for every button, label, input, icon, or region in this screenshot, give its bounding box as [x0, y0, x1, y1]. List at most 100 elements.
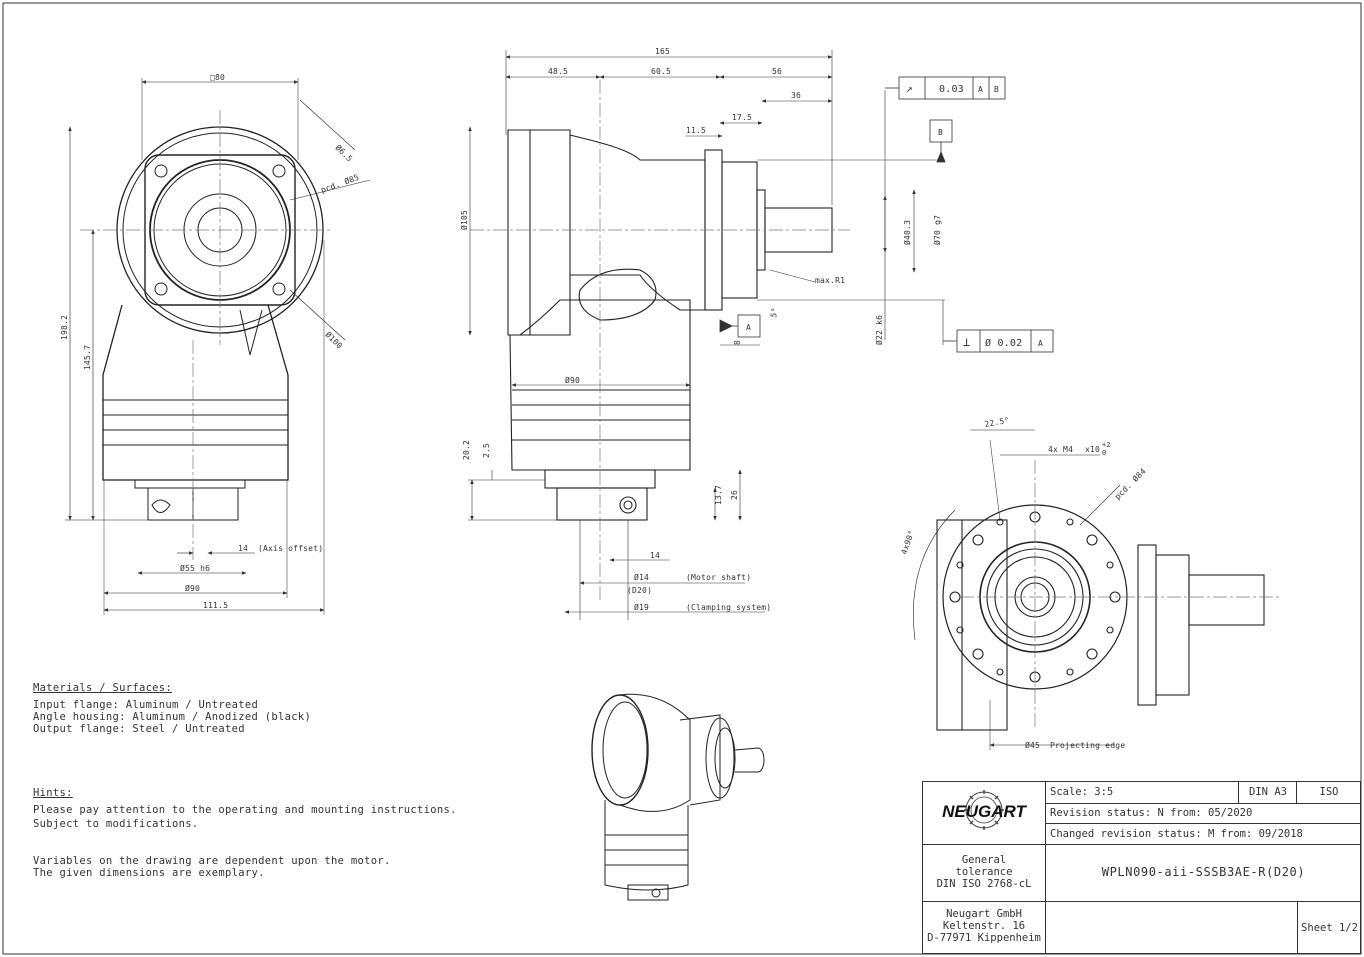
tolerance-l2: tolerance — [955, 866, 1013, 878]
dim-clamp: Ø19 — [634, 602, 649, 612]
hint-line-1: Please pay attention to the operating an… — [33, 804, 457, 816]
logo-cell: NEUGART — [923, 782, 1045, 844]
standard-text: ISO — [1319, 786, 1339, 798]
material-line-1: Input flange: Aluminum / Untreated — [33, 699, 259, 711]
part-cell: WPLN090-aii-SSSB3AE-R(D20) — [1045, 844, 1360, 901]
material-line-3: Output flange: Steel / Untreated — [33, 723, 245, 735]
front-view-dims: □80 Ø6.5 pcd. Ø85 Ø100 198.2 145.7 14 (A… — [60, 73, 360, 610]
dim-thread-depth: x10 — [1085, 445, 1100, 454]
dim-14: 14 — [650, 551, 660, 560]
dim-pcd: pcd. Ø85 — [319, 172, 360, 195]
side-view — [470, 80, 850, 600]
datum-a: A — [746, 323, 751, 332]
perp-value: Ø 0.02 — [985, 337, 1022, 349]
runout-ref-b: B — [994, 85, 999, 94]
company-l3: D-77971 Kippenheim — [927, 932, 1041, 944]
dim-40: Ø40.3 — [902, 220, 912, 245]
dim-17: 17.5 — [732, 113, 752, 122]
dim-56: 56 — [772, 67, 782, 76]
dim-tol-up: +2 — [1102, 441, 1110, 449]
tolerance-cell: General tolerance DIN ISO 2768-cL — [923, 844, 1045, 901]
side-view-dims: 165 48.5 60.5 56 36 17.5 11.5 Ø105 Ø40.3… — [459, 47, 942, 612]
logo-text: NEUGART — [942, 802, 1026, 821]
dim-angle2: 4x90° — [899, 529, 916, 556]
dim-26: 26 — [730, 490, 739, 500]
variables-line-2: The given dimensions are exemplary. — [33, 867, 265, 879]
dim-side-90: Ø90 — [565, 375, 580, 385]
title-block: NEUGART Scale: 3:5 DIN A3 ISO Revision s… — [922, 781, 1361, 954]
tolerance-l1: General — [961, 854, 1007, 866]
part-number: WPLN090-aii-SSSB3AE-R(D20) — [1101, 865, 1306, 879]
isometric-view — [591, 693, 765, 901]
scale-cell: Scale: 3:5 — [1045, 782, 1238, 803]
revision-text: Revision status: N from: 05/2020 — [1050, 807, 1253, 819]
dim-flange: Ø100 — [324, 329, 345, 350]
dim-d55: Ø55 h6 — [180, 563, 210, 573]
dim-hole: Ø6.5 — [334, 142, 355, 163]
dim-11: 11.5 — [686, 126, 706, 135]
tolerance-l3: DIN ISO 2768-cL — [936, 878, 1032, 890]
dim-13: 13.7 — [714, 485, 723, 505]
dim-axis-offset-note: (Axis offset) — [258, 544, 323, 553]
dim-5deg: 5° — [769, 307, 780, 318]
dim-height-total: 198.2 — [60, 315, 69, 340]
dim-105: Ø105 — [459, 210, 469, 230]
datum-b: B — [938, 128, 943, 137]
variables-line-1: Variables on the drawing are dependent u… — [33, 855, 391, 867]
dim-w111: 111.5 — [203, 601, 228, 610]
bolt-holes — [949, 511, 1121, 683]
revision-cell: Revision status: N from: 05/2020 — [1045, 803, 1360, 823]
dim-pcd84: pcd. Ø84 — [1112, 466, 1147, 501]
output-view — [913, 429, 1280, 750]
dim-axis-offset: 14 — [238, 544, 248, 553]
dim-angle: 22.5° — [984, 416, 1010, 429]
dim-proj: Projecting edge — [1050, 741, 1125, 750]
dim-motor-note: (Motor shaft) — [686, 573, 751, 582]
dim-60: 60.5 — [651, 67, 671, 76]
dim-22: Ø22 k6 — [874, 315, 884, 345]
scale-text: Scale: 3:5 — [1050, 786, 1114, 798]
runout-value: 0.03 — [939, 84, 964, 95]
empty-cell — [1045, 901, 1297, 953]
dim-maxr: max.R1 — [815, 276, 845, 285]
dim-d90: Ø90 — [185, 583, 200, 593]
format-cell: DIN A3 — [1238, 782, 1296, 803]
side-view-dimlines — [468, 50, 945, 620]
changed-text: Changed revision status: M from: 09/2018 — [1050, 828, 1303, 840]
material-line-2: Angle housing: Aluminum / Anodized (blac… — [33, 711, 312, 723]
dim-48: 48.5 — [548, 67, 568, 76]
materials-title: Materials / Surfaces: — [33, 682, 173, 694]
tolerance-texts: ↗ 0.03 A B B A ⊥ Ø 0.02 A — [746, 82, 1043, 349]
runout-ref-a: A — [978, 85, 983, 94]
standard-cell: ISO — [1296, 782, 1360, 803]
sheet-cell: Sheet 1/2 — [1297, 901, 1360, 953]
dim-20: 20.2 — [462, 440, 471, 460]
perp-ref: A — [1038, 339, 1043, 348]
dim-d45: Ø45 — [1025, 740, 1040, 750]
dim-d20: (D20) — [627, 586, 652, 595]
runout-symbol: ↗ — [906, 82, 913, 95]
company-l1: Neugart GmbH — [946, 908, 1022, 920]
sheet-text: Sheet 1/2 — [1301, 922, 1358, 934]
format-text: DIN A3 — [1249, 786, 1287, 798]
dim-36: 36 — [791, 91, 801, 100]
changed-cell: Changed revision status: M from: 09/2018 — [1045, 823, 1360, 844]
perp-symbol: ⊥ — [963, 335, 970, 349]
company-l2: Keltenstr. 16 — [942, 920, 1026, 932]
hint-line-2: Subject to modifications. — [33, 818, 199, 830]
runout-tolerance-frame — [719, 76, 1054, 353]
dim-70: Ø70 g7 — [932, 215, 942, 245]
dim-motor: Ø14 — [634, 572, 649, 582]
dim-165: 165 — [655, 47, 670, 56]
dim-8: 8 — [733, 340, 742, 345]
neugart-logo-icon — [964, 790, 1004, 830]
dim-2: 2.5 — [482, 443, 491, 458]
dim-thread: 4x M4 — [1048, 445, 1073, 454]
hints-title: Hints: — [33, 787, 73, 799]
company-cell: Neugart GmbH Keltenstr. 16 D-77971 Kippe… — [923, 901, 1045, 953]
front-view — [65, 78, 371, 615]
dim-clamp-note: (Clamping system) — [686, 603, 771, 612]
dim-square: □80 — [210, 73, 225, 82]
